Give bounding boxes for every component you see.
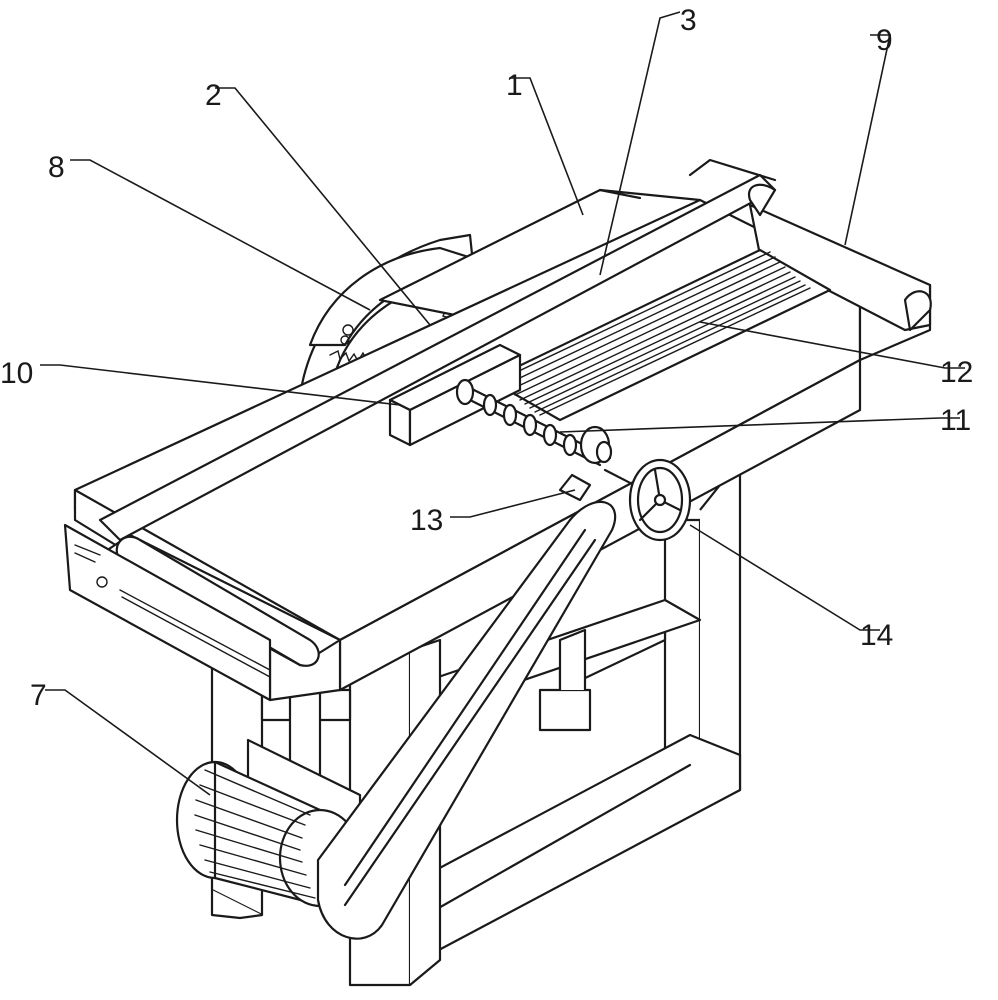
handwheel bbox=[603, 458, 692, 542]
label-part-11: 11 bbox=[940, 404, 971, 437]
label-part-9: 9 bbox=[876, 24, 893, 57]
label-part-13: 13 bbox=[410, 504, 443, 537]
label-part-3: 3 bbox=[680, 4, 697, 37]
leader-lines bbox=[40, 11, 965, 796]
label-part-2: 2 bbox=[205, 79, 222, 112]
part-labels: 1 2 3 7 8 9 10 11 12 13 14 bbox=[0, 4, 973, 712]
roller-strip bbox=[488, 248, 832, 422]
label-part-7: 7 bbox=[30, 679, 47, 712]
label-part-10: 10 bbox=[0, 357, 33, 390]
feed-table bbox=[747, 183, 932, 332]
label-part-14: 14 bbox=[860, 619, 893, 652]
nut-block bbox=[558, 425, 613, 502]
drive-belt bbox=[316, 500, 617, 940]
label-part-1: 1 bbox=[506, 69, 523, 102]
label-part-12: 12 bbox=[940, 356, 973, 389]
front-roller bbox=[63, 523, 342, 702]
label-part-8: 8 bbox=[48, 151, 65, 184]
